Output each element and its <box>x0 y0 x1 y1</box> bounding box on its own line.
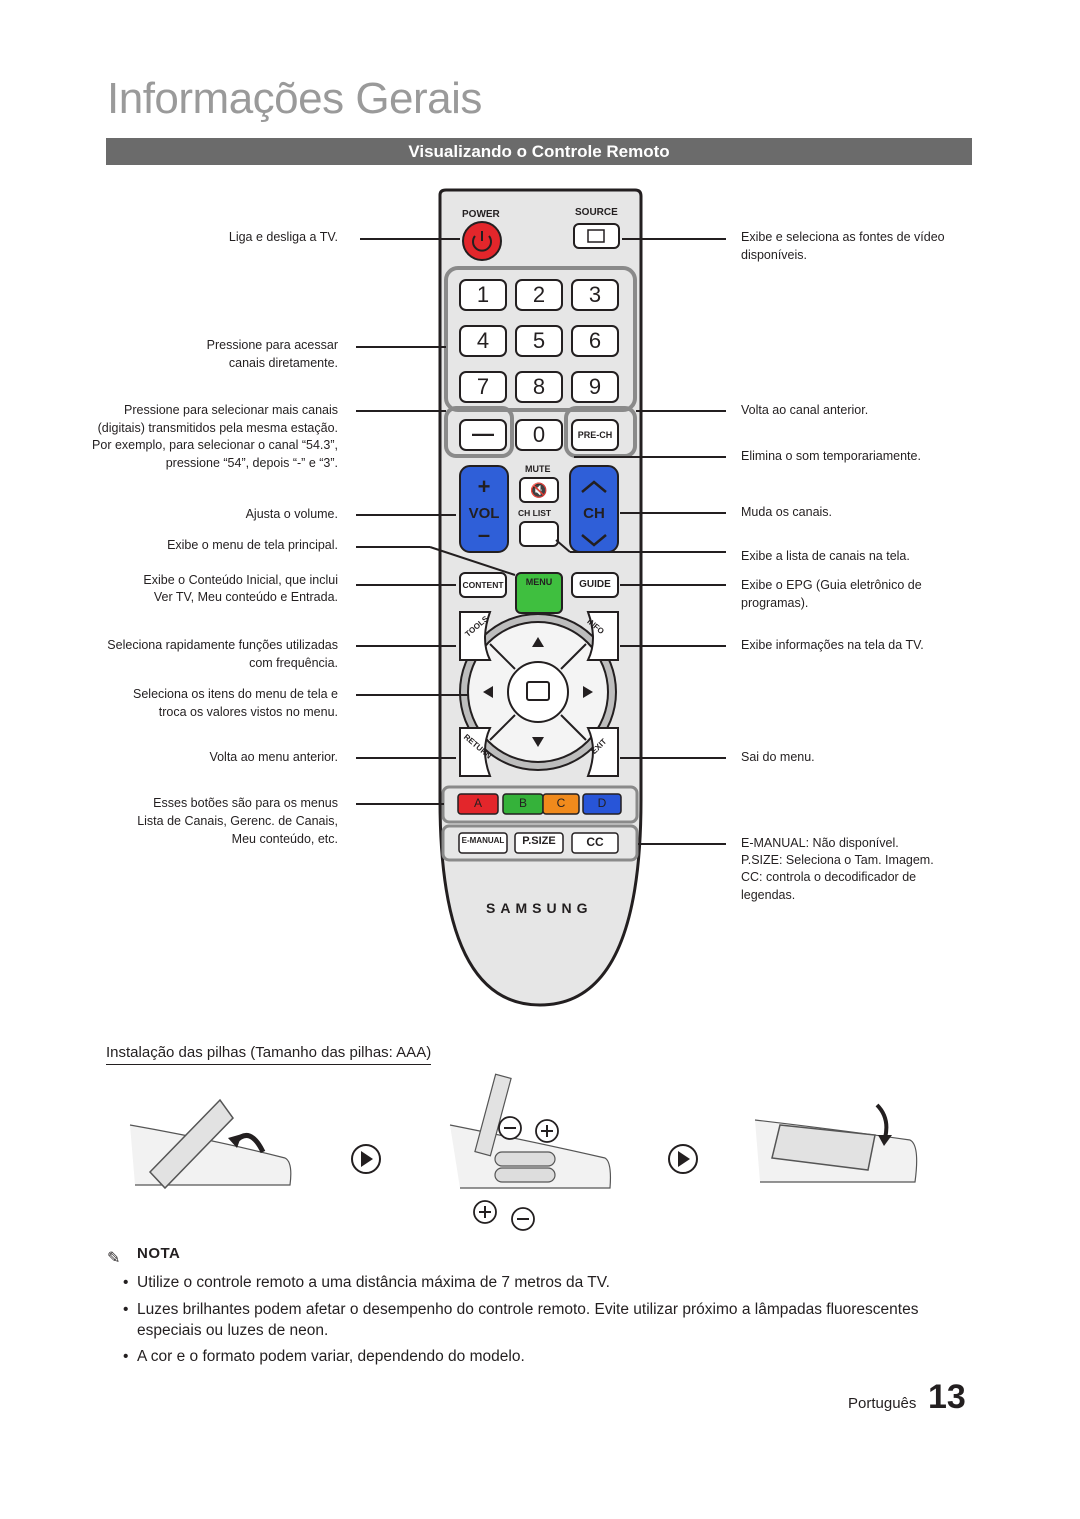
digit-button-2[interactable]: 2 <box>532 282 546 307</box>
vol-down-button[interactable]: – <box>477 522 491 547</box>
source-button[interactable] <box>574 224 619 248</box>
guide-button[interactable]: GUIDE <box>579 579 611 590</box>
ann-content-1: Exibe o Conteúdo Inicial, que inclui <box>143 573 338 587</box>
ann-menu: Exibe o menu de tela principal. <box>167 538 338 552</box>
remote-control-illustration <box>356 188 726 1007</box>
ann-return: Volta ao menu anterior. <box>209 750 338 764</box>
digit-button-4[interactable]: 4 <box>476 328 490 353</box>
digit-button-1[interactable]: 1 <box>476 282 490 307</box>
ann-channel: Muda os canais. <box>741 505 833 519</box>
note-item: Luzes brilhantes podem afetar o desempen… <box>123 1299 967 1341</box>
digit-button-6[interactable]: 6 <box>588 328 602 353</box>
source-label: SOURCE <box>575 207 618 218</box>
ann-content-2: Ver TV, Meu conteúdo e Entrada. <box>153 590 338 604</box>
ann-tools: Seleciona rapidamente funções utilizadas… <box>107 638 338 670</box>
digit-button-9[interactable]: 9 <box>588 374 602 399</box>
digit-button-7[interactable]: 7 <box>476 374 490 399</box>
ann-exit: Sai do menu. <box>741 750 815 764</box>
vol-up-button[interactable]: + <box>477 474 491 499</box>
note-item: Utilize o controle remoto a uma distânci… <box>123 1272 967 1293</box>
digit-button-8[interactable]: 8 <box>532 374 546 399</box>
page-number: 13 <box>928 1378 966 1416</box>
ann-colour-2: Lista de Canais, Gerenc. de Canais, <box>137 814 338 828</box>
mute-label: MUTE <box>525 464 551 474</box>
ann-power: Liga e desliga a TV. <box>228 230 338 244</box>
dash-button[interactable]: — <box>472 421 494 446</box>
section-title: Visualizando o Controle Remoto <box>106 138 972 165</box>
note-item: A cor e o formato podem variar, dependen… <box>123 1346 967 1367</box>
ann-cc: CC: controla o decodificador de legendas… <box>741 870 917 902</box>
menu-button[interactable]: MENU <box>525 577 553 587</box>
ann-colour-3: Meu conteúdo, etc. <box>231 832 338 846</box>
enter-button[interactable] <box>508 662 568 722</box>
zero-button[interactable]: 0 <box>532 422 546 447</box>
power-label: POWER <box>462 209 500 220</box>
ann-mute: Elimina o som temporariamente. <box>741 449 921 463</box>
digit-button-3[interactable]: 3 <box>588 282 602 307</box>
ann-guide: Exibe o EPG (Guia eletrônico de programa… <box>741 578 922 610</box>
emanual-button[interactable]: E-MANUAL <box>461 836 505 845</box>
ann-source: Exibe e seleciona as fontes de vídeo dis… <box>741 230 945 262</box>
battery-heading: Instalação das pilhas (Tamanho das pilha… <box>106 1044 432 1065</box>
mute-button[interactable]: 🔇 <box>520 478 558 502</box>
samsung-logo: SAMSUNG <box>486 900 593 916</box>
d-button[interactable]: D <box>597 796 607 810</box>
power-button[interactable] <box>463 222 501 260</box>
a-button[interactable]: A <box>473 796 482 810</box>
digit-button-5[interactable]: 5 <box>532 328 546 353</box>
cc-button[interactable]: CC <box>586 835 604 849</box>
arrow-icon <box>668 1144 698 1174</box>
content-button[interactable]: CONTENT <box>462 580 504 590</box>
chlist-button[interactable] <box>520 522 558 546</box>
ann-nav: Seleciona os itens do menu de tela e tro… <box>133 687 338 719</box>
ann-dash: Pressione para selecionar mais canais (d… <box>92 403 338 470</box>
vol-label: VOL <box>468 505 500 522</box>
footer-language: Português <box>848 1395 917 1412</box>
battery-step-2-illustration <box>449 1073 612 1231</box>
battery-step-3-illustration <box>754 1103 918 1183</box>
prech-button[interactable]: PRE-CH <box>577 430 613 440</box>
ch-up-button[interactable] <box>570 470 618 506</box>
psize-button[interactable]: P.SIZE <box>522 835 556 847</box>
battery-step-1-illustration <box>129 1098 292 1190</box>
ann-prech: Volta ao canal anterior. <box>741 403 869 417</box>
ann-info: Exibe informações na tela da TV. <box>741 638 924 652</box>
b-button[interactable]: B <box>518 796 527 810</box>
note-title: NOTA <box>137 1245 181 1262</box>
ann-emanual: E-MANUAL: Não disponível. <box>741 836 899 850</box>
ann-psize: P.SIZE: Seleciona o Tam. Imagem. <box>741 853 934 867</box>
ann-colour-1: Esses botões são para os menus <box>153 796 338 810</box>
ann-digits: Pressione para acessar canais diretament… <box>206 338 338 370</box>
ch-down-button[interactable] <box>570 525 618 551</box>
mute-icon: 🔇 <box>530 482 548 498</box>
c-button[interactable]: C <box>556 796 566 810</box>
pencil-icon: ✎ <box>107 1250 121 1267</box>
ann-chlist: Exibe a lista de canais na tela. <box>741 549 910 563</box>
arrow-icon <box>351 1144 381 1174</box>
page-title: Informações Gerais <box>107 74 482 123</box>
chlist-label: CH LIST <box>518 508 552 518</box>
ann-volume: Ajusta o volume. <box>245 507 338 521</box>
ch-label: CH <box>583 505 605 522</box>
